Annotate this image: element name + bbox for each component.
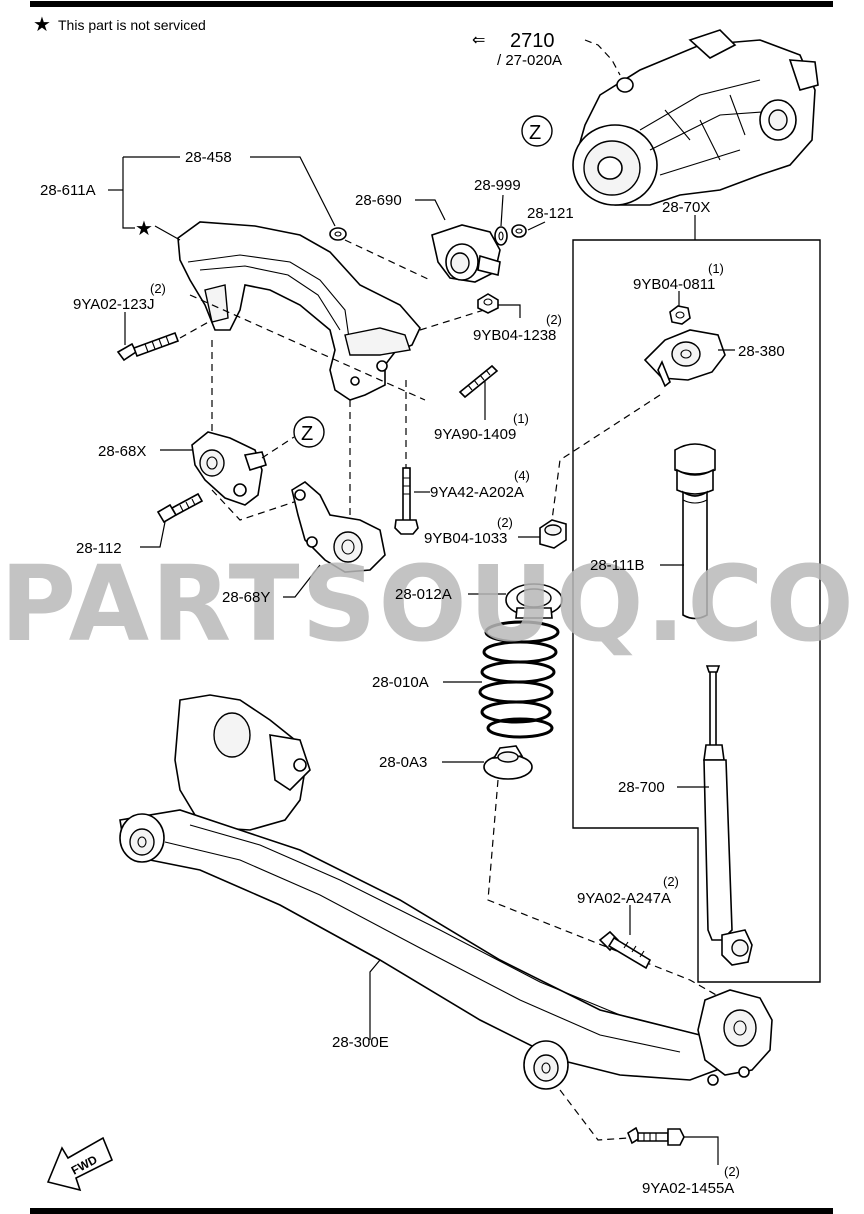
- watermark: PARTSOUQ.COM: [0, 543, 864, 665]
- label-28-012a[interactable]: 28-012A: [395, 586, 452, 603]
- part-28-010a: [478, 620, 560, 739]
- label-9yb04-1033[interactable]: 9YB04-1033: [424, 530, 507, 547]
- part-28-690: [431, 224, 501, 283]
- part-9yb04-0811: [669, 305, 691, 325]
- part-28-0a3: [483, 745, 533, 780]
- label-9ya02-a247a[interactable]: 9YA02-A247A: [577, 890, 671, 907]
- label-28-112[interactable]: 28-112: [76, 540, 122, 557]
- label-28-458[interactable]: 28-458: [185, 149, 232, 166]
- qty-9ya90-1409: (1): [513, 411, 529, 426]
- part-28-68x: [191, 431, 267, 506]
- label-28-611a[interactable]: 28-611A: [40, 182, 96, 199]
- label-9ya02-123j[interactable]: 9YA02-123J: [73, 296, 154, 313]
- zone-marker-z-middle: Z: [293, 416, 325, 448]
- star-icon: ★: [33, 12, 51, 36]
- label-9ya90-1409[interactable]: 9YA90-1409: [434, 426, 516, 443]
- reference-arrow-icon: ⇐: [472, 30, 485, 49]
- label-28-0a3[interactable]: 28-0A3: [379, 754, 427, 771]
- part-9yb04-1238: [477, 293, 499, 314]
- note-text: This part is not serviced: [58, 17, 206, 33]
- part-9ya02-1455a: [627, 1126, 685, 1146]
- ref-sub: / 27-020A: [497, 52, 562, 69]
- label-28-111b[interactable]: 28-111B: [590, 557, 645, 574]
- part-9ya02-123j: [116, 331, 180, 362]
- label-9ya42-a202a[interactable]: 9YA42-A202A: [430, 484, 524, 501]
- rear-differential: [572, 29, 819, 206]
- label-28-68x[interactable]: 28-68X: [98, 443, 146, 460]
- qty-9yb04-0811: (1): [708, 261, 724, 276]
- part-28-458: [329, 227, 347, 241]
- qty-9ya02-123j: (2): [150, 281, 166, 296]
- label-28-010a[interactable]: 28-010A: [372, 674, 429, 691]
- part-28-999: [494, 226, 508, 246]
- qty-9ya02-a247a: (2): [663, 874, 679, 889]
- label-28-999[interactable]: 28-999: [474, 177, 521, 194]
- ref-main: 2710: [510, 30, 555, 52]
- zone-marker-z-top: Z: [521, 115, 553, 147]
- label-28-68y[interactable]: 28-68Y: [222, 589, 270, 606]
- label-9yb04-0811[interactable]: 9YB04-0811: [633, 276, 715, 293]
- svg-text:Z: Z: [529, 122, 541, 144]
- part-28-111b: [674, 443, 716, 620]
- part-9ya42-a202a: [394, 467, 419, 535]
- part-9ya90-1409: [458, 364, 499, 399]
- part-28-380: [643, 329, 726, 388]
- label-9ya02-1455a[interactable]: 9YA02-1455A: [642, 1180, 734, 1197]
- not-serviced-note: ★ This part is not serviced: [33, 12, 206, 36]
- part-9ya02-a247a: [598, 930, 652, 970]
- star-marker-icon: ★: [135, 216, 153, 240]
- group-box-28-70x: [572, 239, 821, 983]
- part-9yb04-1033: [539, 519, 567, 549]
- label-28-70x[interactable]: 28-70X: [662, 199, 710, 216]
- label-28-121[interactable]: 28-121: [527, 205, 574, 222]
- part-28-700: [703, 665, 753, 966]
- part-28-300e: [119, 694, 773, 1090]
- qty-9ya42-a202a: (4): [514, 468, 530, 483]
- part-28-012a: [505, 583, 563, 619]
- part-28-112: [156, 492, 204, 524]
- label-28-700[interactable]: 28-700: [618, 779, 665, 796]
- qty-9yb04-1033: (2): [497, 515, 513, 530]
- reference-2710: ⇐ 2710 / 27-020A: [472, 30, 621, 76]
- qty-9ya02-1455a: (2): [724, 1164, 740, 1179]
- label-28-380[interactable]: 28-380: [738, 343, 785, 360]
- part-28-68y: [291, 481, 386, 573]
- svg-text:Z: Z: [301, 423, 313, 445]
- label-9yb04-1238[interactable]: 9YB04-1238: [473, 327, 556, 344]
- qty-9yb04-1238: (2): [546, 312, 562, 327]
- fwd-arrow-icon: FWD: [46, 1136, 114, 1192]
- crossmember-28-611a: [177, 221, 421, 401]
- part-28-121: [511, 224, 527, 238]
- label-28-300e[interactable]: 28-300E: [332, 1034, 389, 1051]
- label-28-690[interactable]: 28-690: [355, 192, 402, 209]
